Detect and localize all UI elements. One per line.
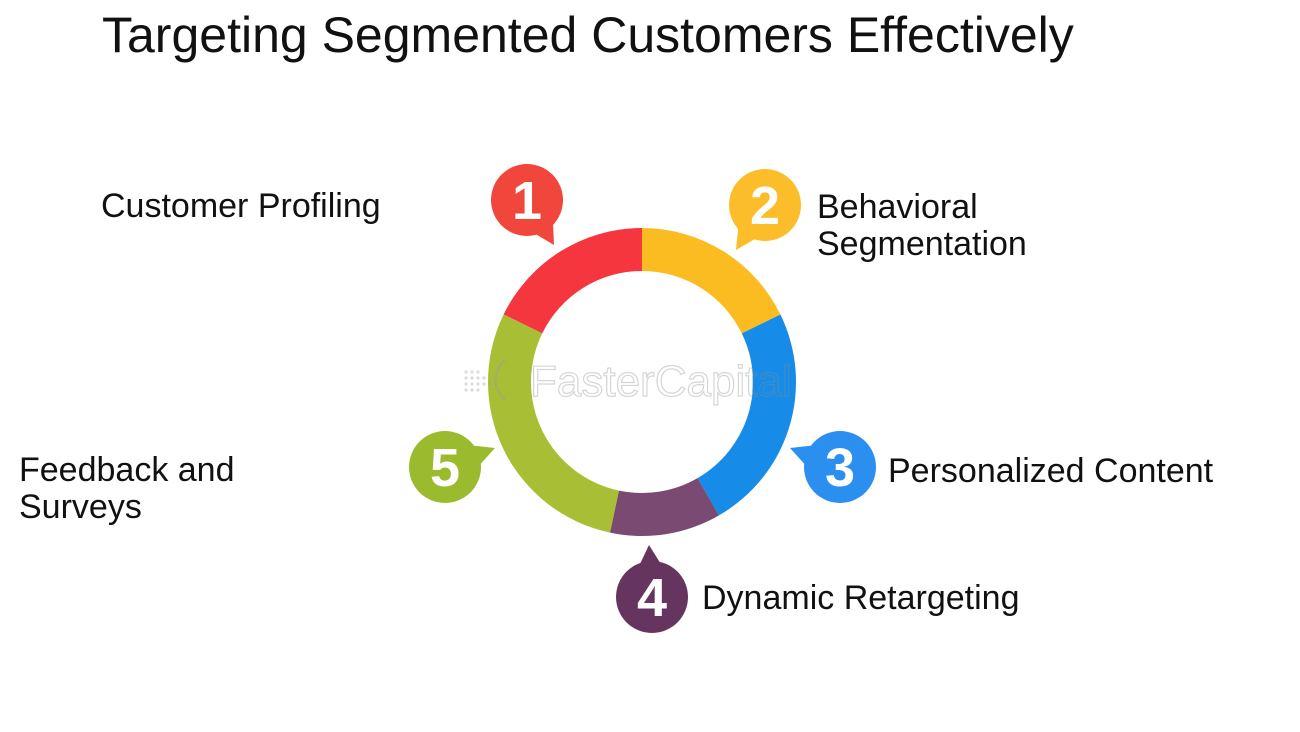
step-badges: 1 2 3 4 5 bbox=[409, 164, 876, 633]
ring-segment-4 bbox=[609, 478, 719, 536]
step-1-badge-circle bbox=[491, 164, 563, 236]
step-3-number: 3 bbox=[825, 438, 855, 498]
step-2-number: 2 bbox=[750, 176, 780, 236]
ring-segments bbox=[488, 228, 796, 536]
step-4-label: Dynamic Retargeting bbox=[702, 580, 1019, 617]
step-5-badge-circle bbox=[409, 431, 481, 503]
step-2-badge-circle bbox=[729, 169, 801, 241]
page-title: Targeting Segmented Customers Effectivel… bbox=[102, 7, 1074, 63]
step-2-label-line-1: Behavioral bbox=[817, 188, 978, 226]
ring-segment-3 bbox=[697, 314, 796, 516]
step-1-badge: 1 bbox=[491, 164, 563, 245]
step-1-number: 1 bbox=[512, 171, 542, 231]
step-5-label: Feedback and Surveys bbox=[19, 452, 235, 526]
watermark-text: FasterCapital bbox=[530, 357, 792, 406]
step-3-label-line-1: Personalized Content bbox=[888, 452, 1214, 490]
step-4-number: 4 bbox=[637, 568, 667, 628]
step-5-number: 5 bbox=[430, 438, 460, 498]
step-4-badge-circle bbox=[616, 561, 688, 633]
ring-segment-1 bbox=[503, 228, 642, 334]
step-2-badge: 2 bbox=[729, 169, 801, 250]
step-3-badge-circle bbox=[804, 431, 876, 503]
watermark: FasterCapital bbox=[464, 356, 792, 407]
step-2-label-line-2: Segmentation bbox=[817, 225, 1027, 263]
step-4-label-line-1: Dynamic Retargeting bbox=[702, 579, 1020, 617]
step-4-badge: 4 bbox=[616, 545, 688, 633]
step-1-label: Customer Profiling bbox=[101, 188, 381, 225]
ring-segment-2 bbox=[642, 228, 781, 334]
step-3-badge: 3 bbox=[790, 431, 876, 503]
watermark-arc-icon bbox=[494, 358, 507, 402]
watermark-dots-icon bbox=[464, 370, 492, 392]
step-2-label: Behavioral Segmentation bbox=[817, 189, 1027, 263]
ring-segment-5 bbox=[488, 314, 619, 533]
step-5-label-line-1: Feedback and bbox=[19, 451, 235, 489]
step-5-badge: 5 bbox=[409, 431, 495, 503]
step-5-label-line-2: Surveys bbox=[19, 488, 142, 526]
step-3-label: Personalized Content bbox=[888, 453, 1213, 490]
step-1-label-line-1: Customer Profiling bbox=[101, 187, 381, 225]
